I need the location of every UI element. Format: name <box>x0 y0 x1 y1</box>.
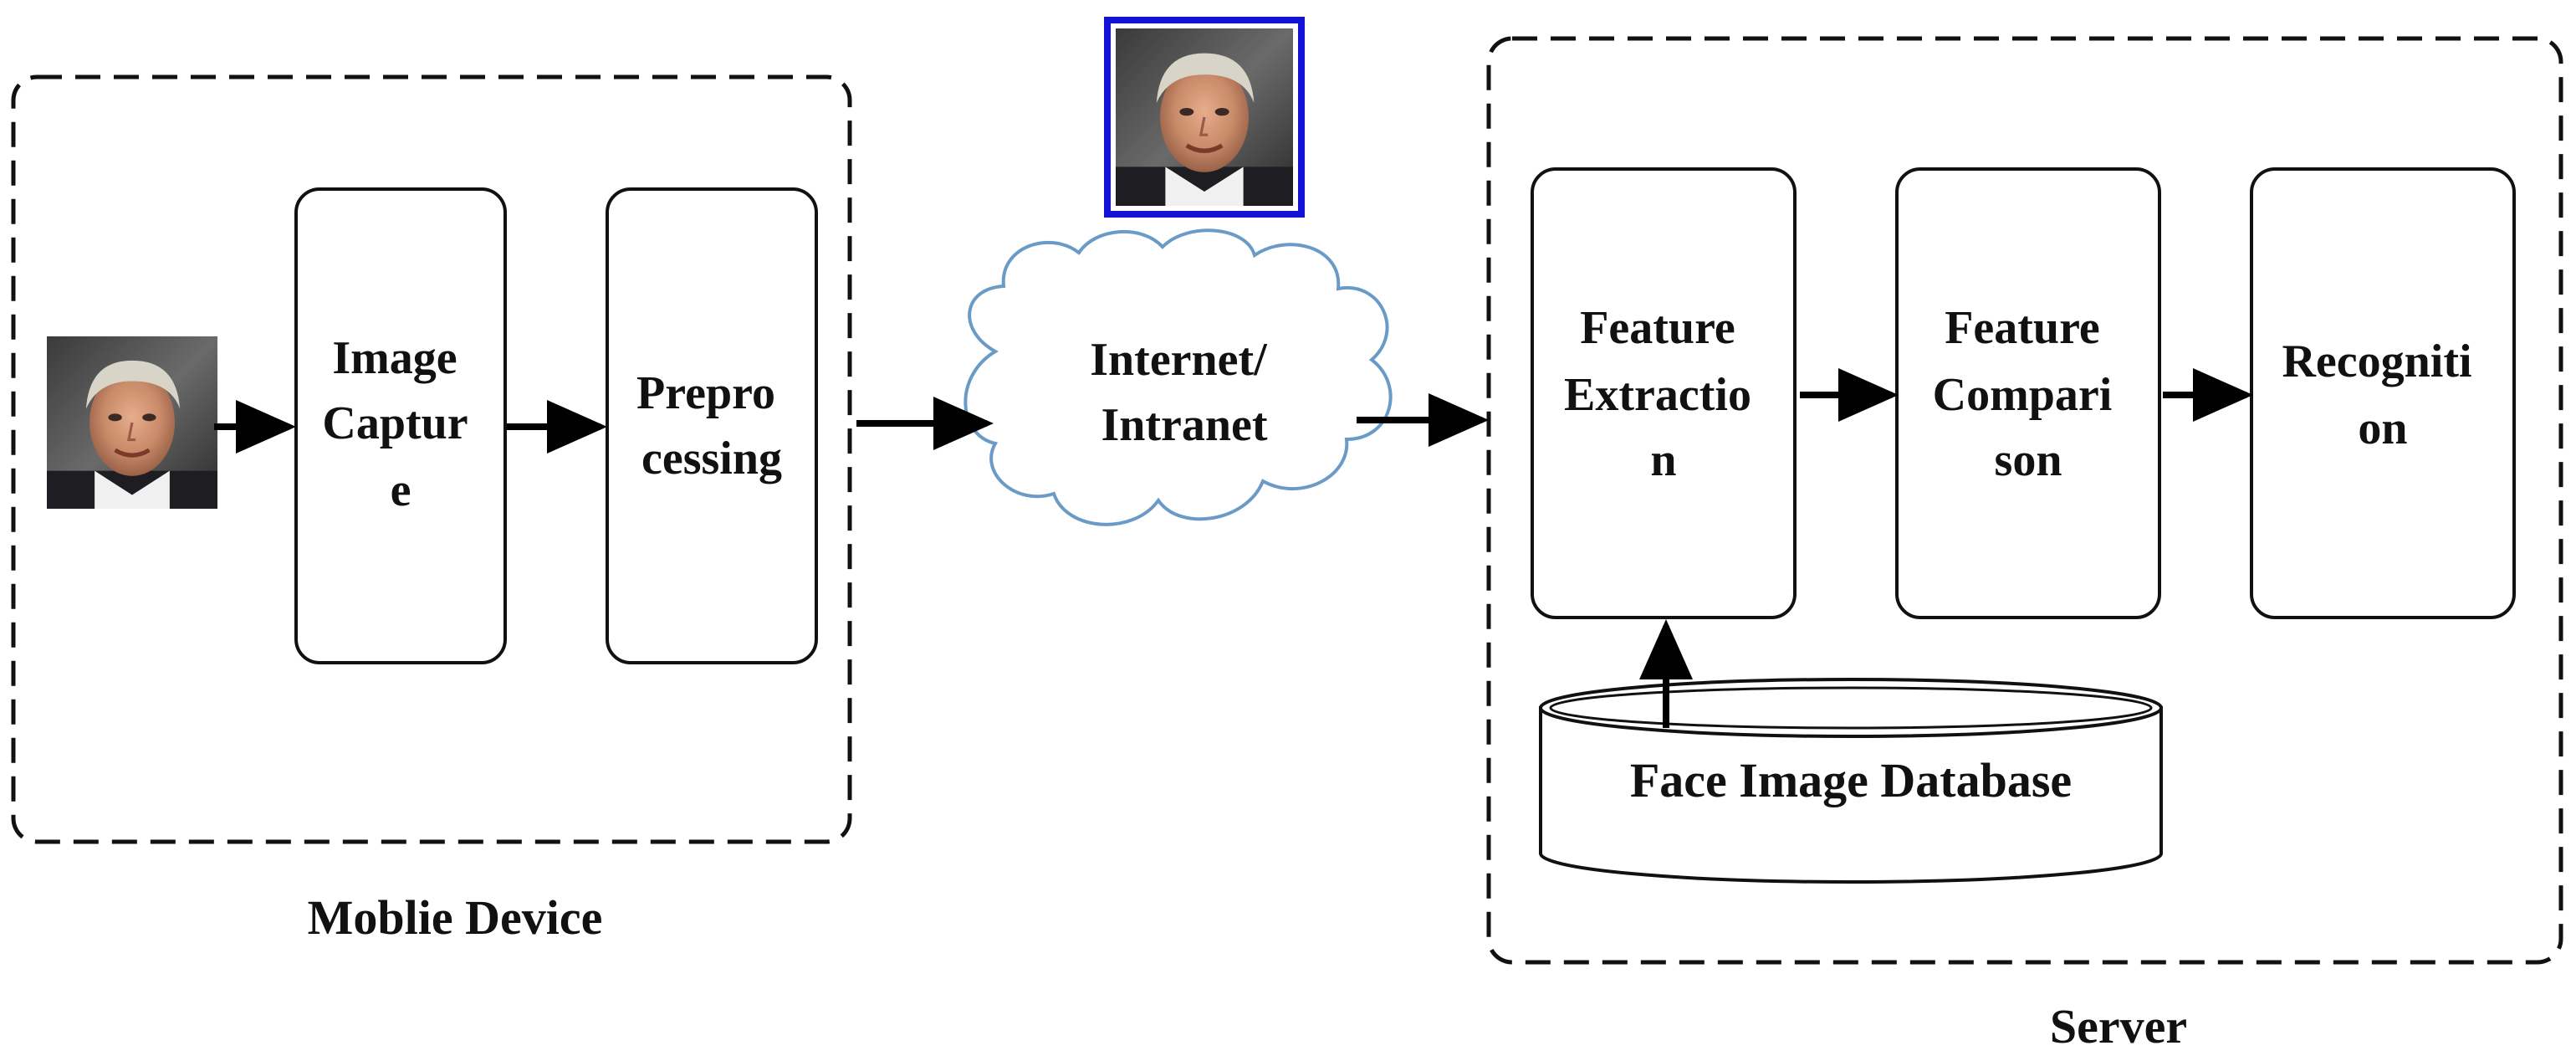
preprocessing-box <box>606 187 818 664</box>
mobile-device-label: Moblie Device <box>308 890 603 945</box>
face-photo-transmitted-icon <box>1116 28 1293 206</box>
face-image-database <box>1539 678 2163 884</box>
recognition-label: Recogniti on <box>2282 336 2483 454</box>
recognition-box <box>2250 167 2516 619</box>
network-label: Internet/ Intranet <box>1090 334 1279 451</box>
server-group <box>1486 36 2563 965</box>
network-cloud-icon <box>963 228 1393 526</box>
preprocessing-label: Prepro cessing <box>636 367 787 484</box>
mobile-device-group <box>11 74 852 844</box>
database-label: Face Image Database <box>1630 753 2072 807</box>
image-capture-label: Image Captur e <box>322 332 478 516</box>
image-capture-box <box>294 187 507 664</box>
server-label: Server <box>2050 999 2187 1053</box>
feature-comparison-label: Feature Compari son <box>1933 302 2124 486</box>
feature-extraction-label: Feature Extractio n <box>1564 302 1763 486</box>
feature-extraction-box <box>1531 167 1797 619</box>
face-photo-input-icon <box>47 336 217 509</box>
